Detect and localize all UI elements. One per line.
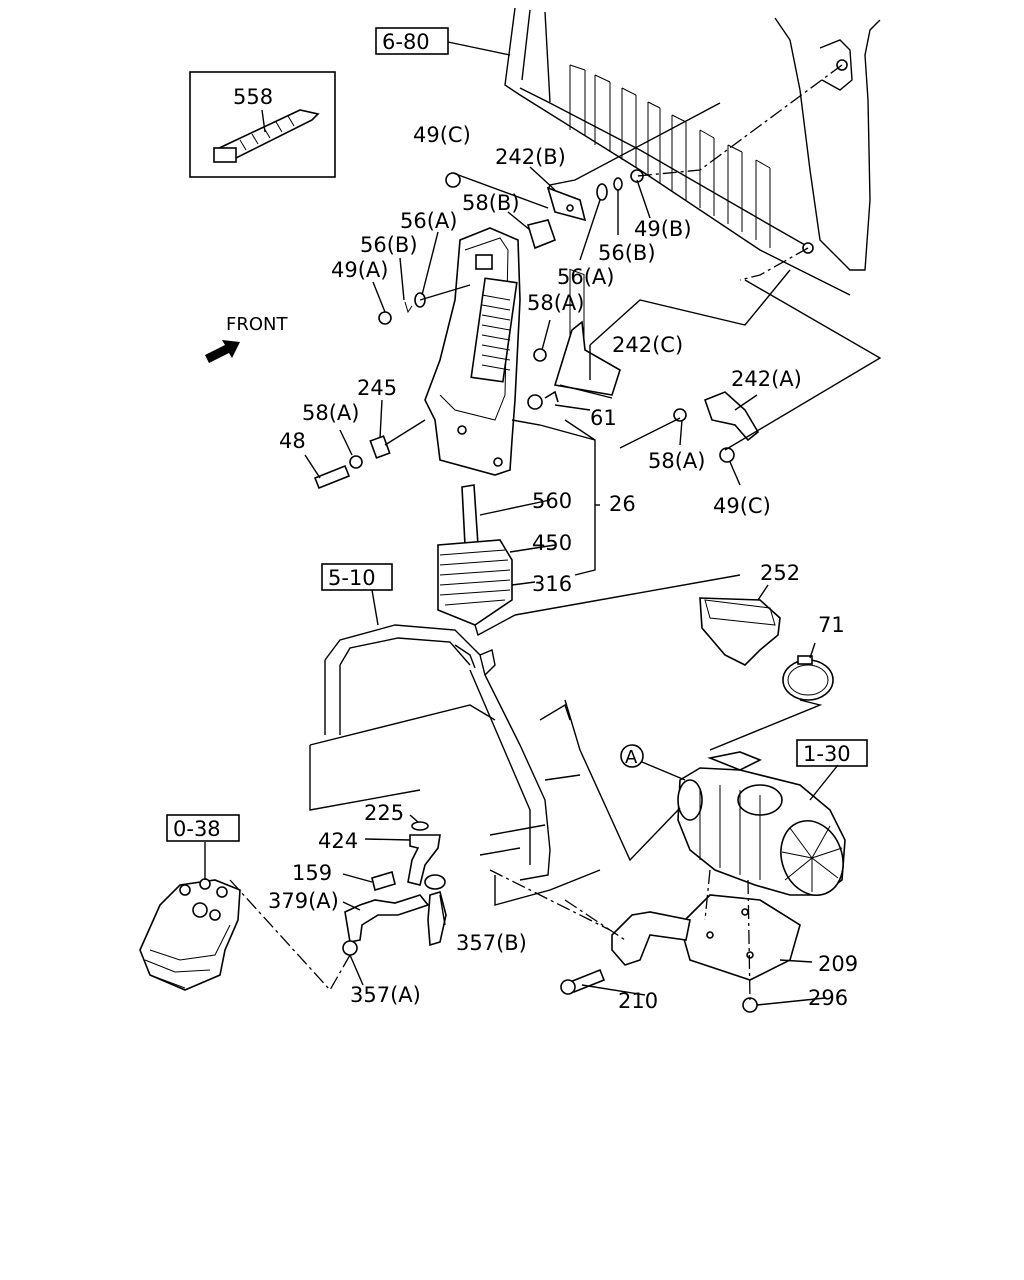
label-48: 48	[279, 429, 306, 453]
air-intake-duct	[424, 227, 596, 476]
label-245: 245	[357, 376, 397, 400]
reference-labels: 6-80 5-10 1-30 0-38 A	[173, 30, 851, 841]
ref-5-10: 5-10	[328, 566, 376, 590]
label-58b: 58(B)	[462, 191, 520, 215]
label-56b-right: 56(B)	[598, 241, 656, 265]
label-56a-left: 56(A)	[400, 209, 457, 233]
ref-0-38: 0-38	[173, 817, 221, 841]
air-cleaner	[677, 751, 846, 896]
label-210: 210	[618, 989, 658, 1013]
label-242b: 242(B)	[495, 145, 566, 169]
label-49c-bottom: 49(C)	[713, 494, 771, 518]
upper-hardware	[313, 169, 760, 490]
label-379a: 379(A)	[268, 889, 339, 913]
label-252: 252	[760, 561, 800, 585]
label-242a: 242(A)	[731, 367, 802, 391]
mounting-bracket	[560, 894, 801, 1013]
label-58a-right: 58(A)	[648, 449, 705, 473]
label-357b: 357(B)	[456, 931, 527, 955]
inset-label-558: 558	[233, 85, 273, 109]
filter-element	[437, 484, 516, 637]
label-242c: 242(C)	[612, 333, 683, 357]
cab-rear-panel	[504, 7, 881, 346]
front-arrow-icon	[205, 340, 240, 363]
label-56a-right: 56(A)	[557, 265, 614, 289]
label-56b-left: 56(B)	[360, 233, 418, 257]
label-225: 225	[364, 801, 404, 825]
label-49b: 49(B)	[634, 217, 692, 241]
leader-lines	[204, 41, 882, 1006]
label-424: 424	[318, 829, 358, 853]
label-560: 560	[532, 489, 572, 513]
label-58a-left: 58(A)	[302, 401, 359, 425]
ref-6-80: 6-80	[382, 30, 430, 54]
label-296: 296	[808, 986, 848, 1010]
label-49c-top: 49(C)	[413, 123, 471, 147]
label-26: 26	[609, 492, 636, 516]
inset-cable-tie	[189, 71, 336, 178]
label-71: 71	[818, 613, 845, 637]
part-labels: 558 FRONT 49(C) 242(B) 58(B) 56(A) 56(B)…	[226, 85, 858, 1013]
label-58a-upper: 58(A)	[527, 291, 584, 315]
label-159: 159	[292, 861, 332, 885]
frame-rail	[309, 624, 601, 906]
circle-marker-a: A	[625, 747, 638, 768]
compressor	[139, 878, 241, 991]
intake-elbow	[699, 597, 834, 701]
label-209: 209	[818, 952, 858, 976]
hose-group	[342, 821, 447, 956]
front-label: FRONT	[226, 314, 288, 335]
label-450: 450	[532, 531, 572, 555]
label-316: 316	[532, 572, 572, 596]
ref-1-30: 1-30	[803, 742, 851, 766]
label-61: 61	[590, 406, 617, 430]
label-49a: 49(A)	[331, 258, 388, 282]
reference-boxes	[166, 27, 868, 842]
label-357a: 357(A)	[350, 983, 421, 1007]
